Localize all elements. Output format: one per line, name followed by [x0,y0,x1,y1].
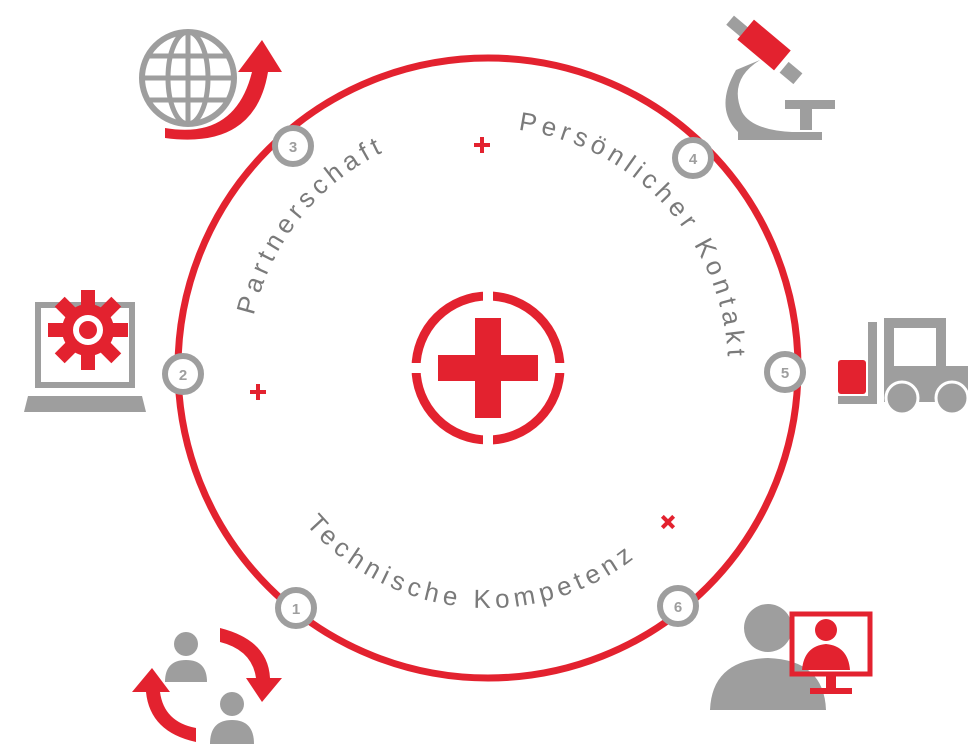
globe-arrow-icon [139,29,282,140]
text-technische-kompetenz: Technische Kompetenz [301,508,641,614]
video-conference-icon [710,604,873,710]
forklift-icon [838,318,970,416]
customer-exchange-icon [132,628,282,744]
cross-target-icon [410,290,566,446]
node-2: 2 [162,353,204,395]
svg-text:2: 2 [179,367,187,384]
svg-text:1: 1 [292,601,300,618]
text-persoenlicher-kontakt: Persönlicher Kontakt [517,106,752,362]
svg-text:5: 5 [781,365,789,382]
node-6: 6 [657,585,699,627]
node-1: 1 [275,587,317,629]
node-4: 4 [672,137,714,179]
svg-text:6: 6 [674,599,682,616]
node-5: 5 [764,351,806,393]
svg-text:4: 4 [689,151,698,168]
laptop-gear-icon [24,290,146,412]
node-3: 3 [272,125,314,167]
svg-text:3: 3 [289,139,297,156]
microscope-icon [725,15,835,140]
plus-separator-top [474,137,490,153]
plus-separator-right [660,514,676,530]
plus-separator-left [250,384,266,400]
